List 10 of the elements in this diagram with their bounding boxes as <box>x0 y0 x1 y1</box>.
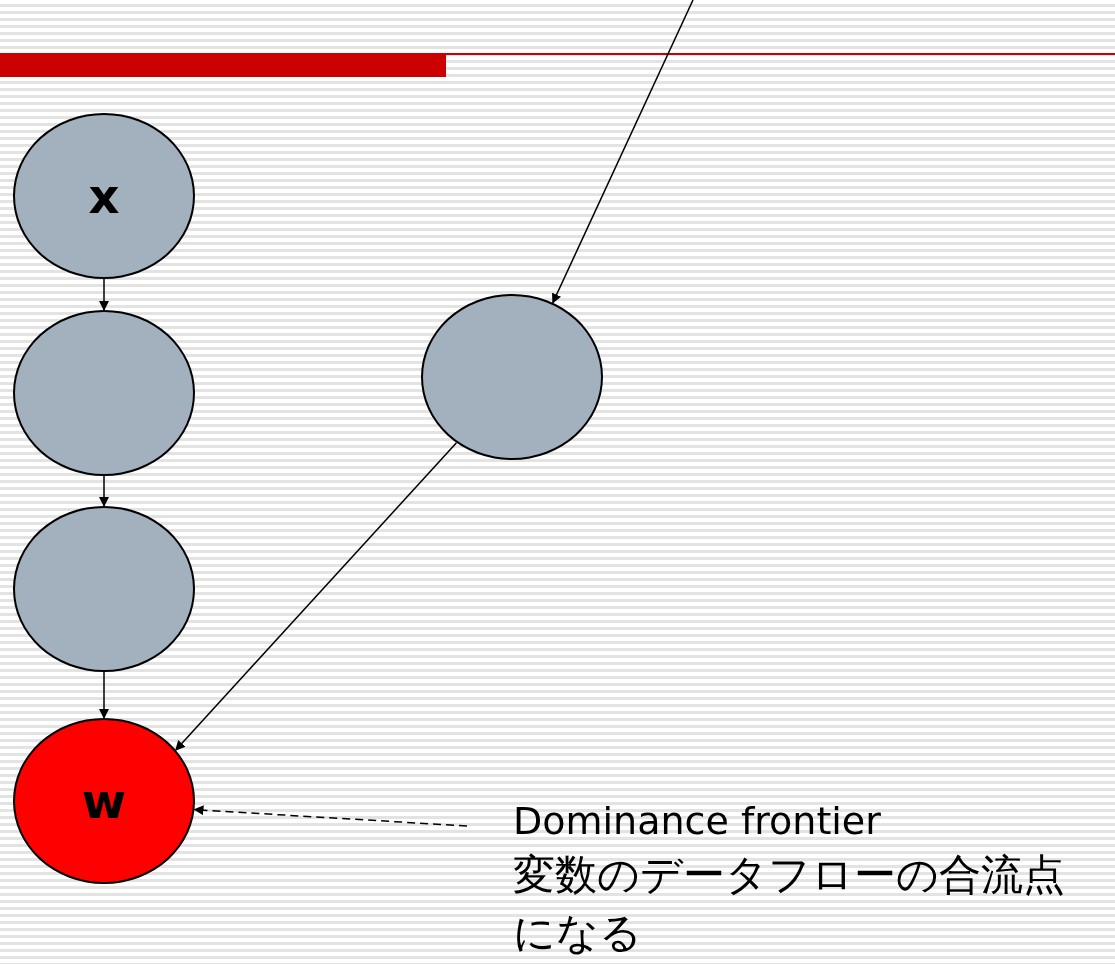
node-label: x <box>88 172 120 220</box>
arrow <box>99 278 109 311</box>
annotation-text: Dominance frontier <box>513 798 882 845</box>
arrow <box>175 442 458 751</box>
arrow <box>99 671 109 719</box>
node-label: w <box>81 777 127 825</box>
arrow <box>552 0 694 304</box>
arrow <box>99 475 109 507</box>
arrow <box>193 805 468 827</box>
annotation-text: 変数のデータフローの合流点になる <box>513 849 1066 959</box>
